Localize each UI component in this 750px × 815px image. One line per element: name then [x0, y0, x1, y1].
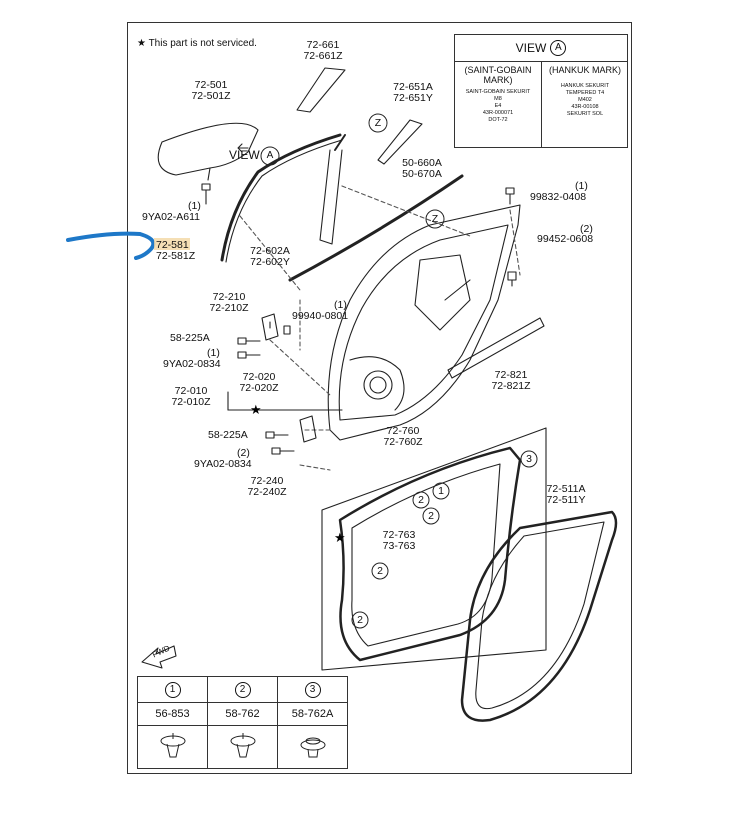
view-a-box: VIEW A (SAINT-GOBAIN MARK) SAINT-GOBAIN …	[454, 34, 628, 148]
quarter-glass-72-661	[296, 67, 346, 113]
clip-part-1: 56-853	[137, 702, 208, 726]
sash-72-602	[319, 149, 343, 245]
bolt-9ya02-a611	[201, 183, 211, 205]
svg-text:★: ★	[334, 531, 346, 546]
svg-text:★: ★	[250, 403, 262, 418]
view-a-ref-circle: A	[550, 40, 567, 56]
clip-table: 1 2 3 56-853 58-762 58-762A	[137, 676, 348, 769]
zone-z-circle-2	[425, 209, 445, 229]
push-clip-icon	[160, 732, 185, 757]
trim-box-72-760	[321, 427, 547, 671]
label-9ya02-0834-upper: 9YA02-0834	[163, 358, 221, 370]
clip-table-part-row: 56-853 58-762 58-762A	[137, 702, 348, 726]
clip-header-3: 3	[304, 681, 321, 698]
clip-part-3: 58-762A	[277, 702, 348, 726]
qty-99832: (1)	[575, 180, 588, 192]
hankuk-glass-mark: HANKUK SEKURIT TEMPERED T4 M402 43R-0010…	[560, 83, 610, 117]
push-clip-icon	[230, 732, 255, 757]
clip-ref-2-c: 2	[377, 565, 383, 577]
zone-z-label-1: Z	[374, 117, 382, 129]
door-seal-72-760	[338, 446, 522, 662]
label-99940-0801: 99940-0801	[292, 310, 349, 322]
clip-header-2: 2	[234, 681, 251, 698]
saint-gobain-label: (SAINT-GOBAIN MARK)	[464, 65, 532, 85]
label-99832-0408: 99832-0408	[530, 191, 587, 203]
clip-image-1	[137, 725, 208, 769]
view-a-callout: VIEW	[229, 148, 260, 162]
zone-z-label-2: Z	[431, 213, 439, 225]
glass-run-channel-72-581	[220, 133, 342, 262]
clip-part-2: 58-762	[207, 702, 278, 726]
hinge-upper-72-210	[261, 313, 279, 341]
zone-z-circle-1	[368, 113, 388, 133]
blue-annotation-stroke	[66, 231, 156, 260]
clip-ref-2-b: 2	[428, 510, 434, 522]
screw-99832-0408	[505, 187, 515, 205]
view-box-divider	[541, 61, 542, 147]
qty-9ya02-0834-upper: (1)	[207, 347, 220, 359]
screw-99452-0608	[507, 271, 517, 287]
clip-ref-3-a: 3	[526, 453, 532, 465]
qty-99452: (2)	[580, 223, 593, 235]
clip-header-1: 1	[164, 681, 181, 698]
clip-table-header-row: 1 2 3	[137, 676, 348, 703]
clip-ref-2-d: 2	[357, 614, 363, 626]
saint-gobain-glass-mark: SAINT-GOBAIN SEKURIT M8 E4 43R-000071 DO…	[465, 89, 531, 123]
door-panel-72-010	[327, 204, 521, 441]
label-99452-0608: 99452-0608	[537, 233, 594, 245]
label-58-225a-upper: 58-225A	[170, 332, 210, 344]
view-a-header: VIEW A	[455, 35, 627, 62]
clip-image-3	[277, 725, 348, 769]
clip-ref-1-a: 1	[438, 485, 444, 497]
clip-ref-2-a: 2	[418, 494, 424, 506]
view-a-title: VIEW	[515, 41, 547, 55]
belt-moulding-50-660a	[288, 174, 464, 282]
label-58-225a-lower: 58-225A	[208, 429, 248, 441]
door-glass-72-501	[157, 122, 259, 176]
diagram-frame	[127, 22, 632, 774]
not-serviced-notice: ★ This part is not serviced.	[137, 38, 257, 49]
label-9ya02-0834-lower: 9YA02-0834	[194, 458, 252, 470]
moulding-72-821	[447, 317, 545, 379]
hankuk-column: (HANKUK MARK) HANKUK SEKURIT TEMPERED T4…	[542, 61, 628, 147]
saint-gobain-column: (SAINT-GOBAIN MARK) SAINT-GOBAIN SEKURIT…	[455, 61, 541, 147]
clip-table-image-row	[137, 725, 348, 769]
clip-image-2	[207, 725, 278, 769]
label-9ya02-a611: 9YA02-A611	[142, 211, 200, 223]
qty-99940: (1)	[334, 299, 347, 311]
weatherstrip-72-511	[460, 510, 618, 722]
fwd-arrow	[141, 645, 177, 669]
hankuk-label: (HANKUK MARK)	[548, 65, 621, 75]
qty-9ya02-0834-lower: (2)	[237, 447, 250, 459]
grommet-clip-icon	[300, 737, 325, 757]
view-a-callout-ref: A	[266, 150, 274, 161]
weatherstrip-72-651	[377, 119, 423, 165]
hinge-lower-72-240	[299, 415, 317, 443]
qty-9ya02-a611: (1)	[188, 200, 201, 212]
